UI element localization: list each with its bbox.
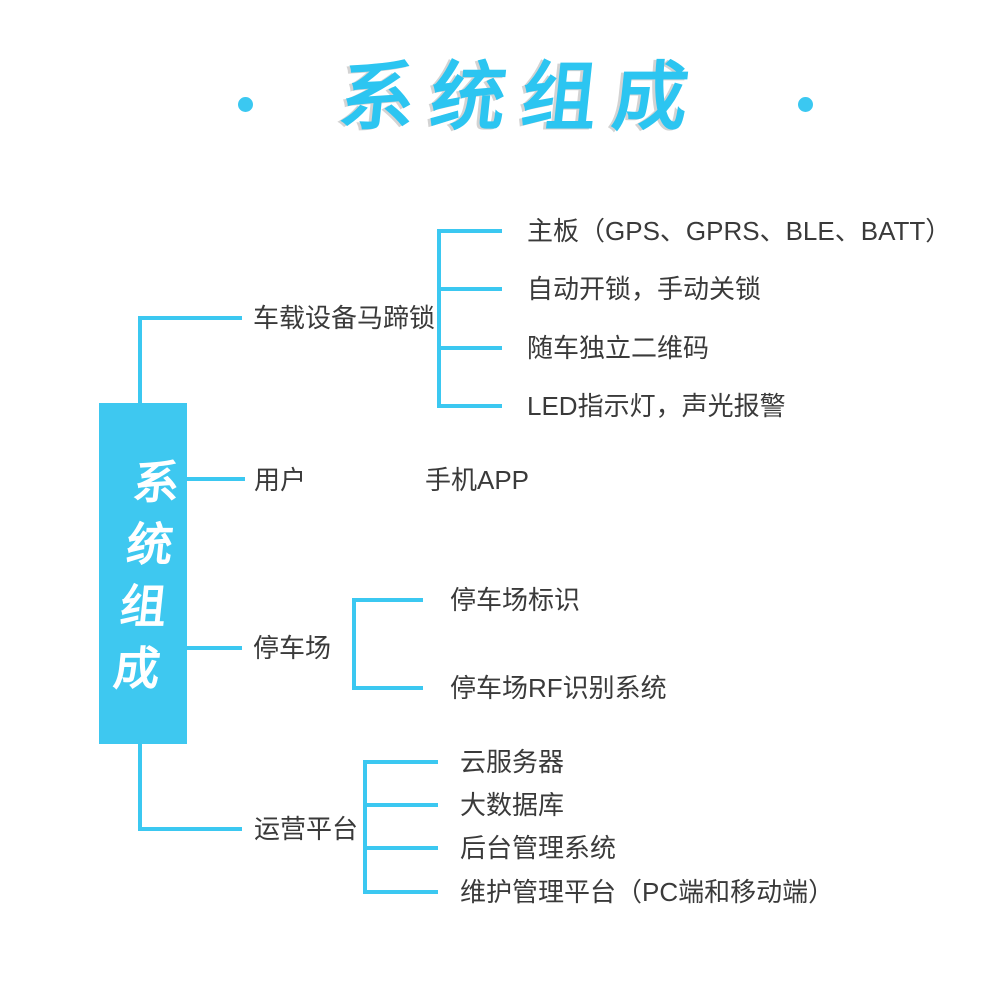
- branch-label-parking: 停车场: [253, 632, 332, 663]
- branch-label-platform: 运营平台: [254, 813, 359, 844]
- leaf-label-phone-app: 手机APP: [425, 464, 530, 495]
- title-dot-right-icon: [798, 97, 813, 112]
- connector-parking-hline: [187, 646, 242, 650]
- page-title: 系统组成: [335, 55, 709, 139]
- connector-platform-child3-stub: [363, 846, 438, 850]
- connector-lock-child3-stub: [437, 346, 502, 350]
- connector-platform-vline: [138, 744, 142, 831]
- root-node-label: 系统组成: [103, 457, 183, 706]
- leaf-label-backend-system: 后台管理系统: [460, 832, 617, 863]
- leaf-label-auto-unlock: 自动开锁，手动关锁: [527, 273, 762, 304]
- leaf-label-qrcode: 随车独立二维码: [527, 332, 710, 363]
- connector-lock-child4-stub: [437, 404, 502, 408]
- leaf-label-mainboard: 主板（GPS、GPRS、BLE、BATT）: [527, 215, 952, 246]
- connector-lock-vline: [138, 316, 142, 403]
- connector-user-hline: [187, 477, 245, 481]
- leaf-label-parking-rf: 停车场RF识别系统: [450, 672, 667, 703]
- connector-parking-child2-stub: [352, 686, 423, 690]
- leaf-label-led-alarm: LED指示灯，声光报警: [527, 390, 786, 421]
- connector-lock-child1-stub: [437, 229, 502, 233]
- connector-platform-child2-stub: [363, 803, 438, 807]
- connector-platform-child1-stub: [363, 760, 438, 764]
- leaf-label-cloud-server: 云服务器: [460, 746, 565, 777]
- leaf-label-big-database: 大数据库: [460, 789, 565, 820]
- root-node: 系统组成: [99, 403, 187, 744]
- branch-label-user: 用户: [254, 464, 307, 495]
- leaf-label-parking-sign: 停车场标识: [450, 584, 581, 615]
- leaf-label-maintenance-platform: 维护管理平台（PC端和移动端）: [460, 876, 835, 907]
- connector-lock-hline: [138, 316, 242, 320]
- connector-parking-child1-stub: [352, 598, 423, 602]
- connector-platform-hline: [138, 827, 242, 831]
- title-dot-left-icon: [238, 97, 253, 112]
- connector-parking-children-vline: [352, 598, 356, 690]
- connector-lock-children-vline: [437, 229, 441, 408]
- connector-platform-children-vline: [363, 760, 367, 894]
- connector-lock-child2-stub: [437, 287, 502, 291]
- connector-platform-child4-stub: [363, 890, 438, 894]
- branch-label-vehicle-lock: 车载设备马蹄锁: [253, 302, 436, 333]
